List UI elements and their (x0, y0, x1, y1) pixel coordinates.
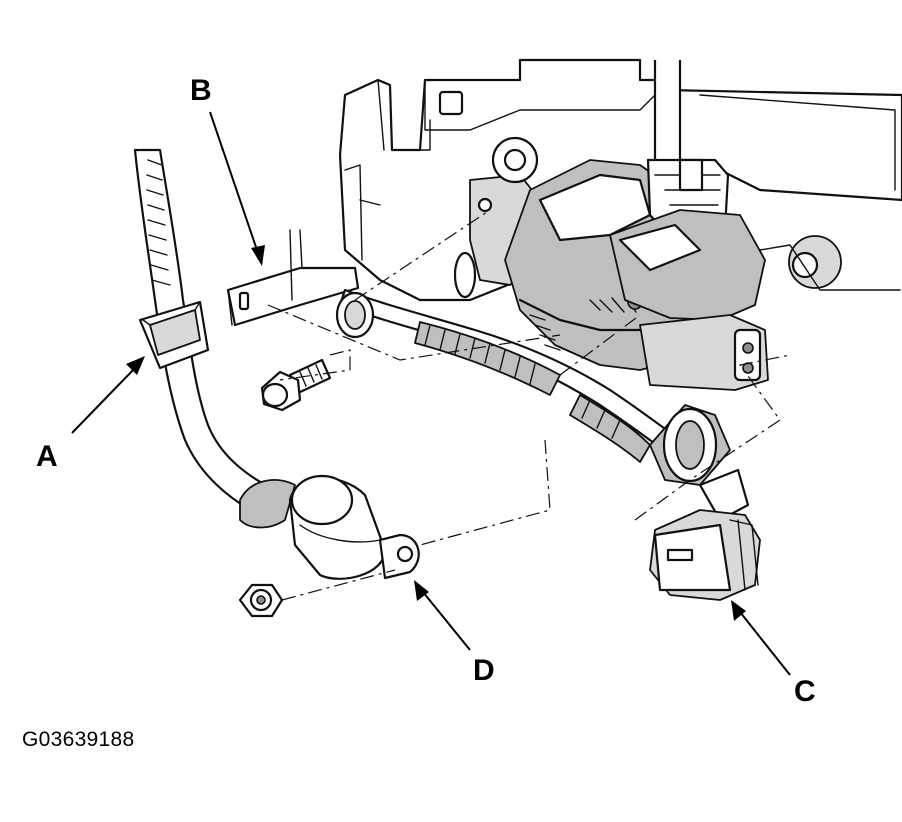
callout-label-a: A (36, 440, 58, 473)
connector-c (649, 468, 761, 601)
harness-cable (335, 288, 731, 486)
reference-lines (267, 209, 791, 601)
nut (238, 583, 284, 618)
callout-label-b: B (190, 74, 212, 107)
callout-label-c: C (794, 675, 816, 708)
ground-cable-a (133, 148, 420, 580)
starter-housing (504, 158, 769, 391)
callout-leaders (71, 111, 791, 676)
callout-label-d: D (473, 654, 495, 687)
bracket-b (226, 229, 360, 327)
figure-id: G03639188 (22, 728, 135, 751)
bolt (260, 358, 332, 412)
